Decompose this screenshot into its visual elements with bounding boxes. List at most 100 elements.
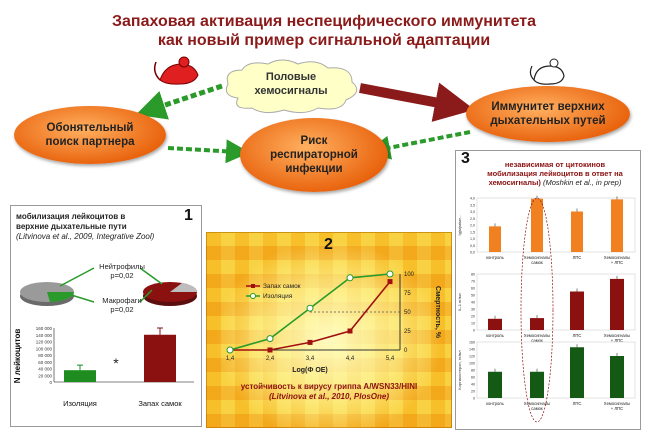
p3-xlabel: контроль — [486, 255, 504, 260]
ellipse-left-line-2: поиск партнера — [45, 136, 135, 148]
p2-point — [307, 339, 313, 345]
ellipse-center-line-2: респираторной — [270, 149, 358, 161]
p1-ytick: 120 000 — [36, 340, 53, 345]
p3-xlabel: ЛПС — [573, 401, 582, 406]
ellipse-left-line-1: Обонятельный — [46, 122, 134, 134]
p3-ytick: 70 — [471, 280, 475, 284]
panel-3-caption: независимая от цитокинов мобилизация лей… — [470, 160, 640, 187]
title-line-1: Запаховая активация неспецифического имм… — [111, 13, 536, 30]
p2-point — [306, 304, 314, 312]
p1-bar — [144, 334, 176, 382]
panel-3-bar-charts: 0,00,51,01,52,02,53,03,54,0Ig(м)м/мл...к… — [457, 195, 636, 423]
p3-xlabel: Хемосигналы — [524, 401, 550, 406]
pie-link-2 — [139, 267, 163, 285]
arrow-cloud-left — [135, 83, 223, 120]
panel-1-pies — [20, 267, 198, 306]
cloud-line-2: хемосигналы — [254, 85, 328, 97]
p3-bar — [488, 318, 502, 330]
p2-legend-text-2: Изоляция — [263, 293, 293, 300]
panel-1-number: 1 — [184, 207, 193, 224]
p2-ytick: 100 — [404, 272, 415, 278]
panel-2-caption-1: устойчивость к вирусу гриппа A/WSN33/HIN… — [240, 382, 418, 391]
panel-2-number: 2 — [324, 236, 333, 253]
title-line-2: как новый пример сигнальной адаптации — [157, 32, 491, 49]
p1-ytick: 100 000 — [36, 346, 53, 351]
p3-xlabel-2: самок — [531, 260, 543, 265]
p2-point — [226, 346, 234, 354]
p2-point — [347, 328, 353, 334]
neutrophils-p: p=0,02 — [110, 271, 134, 280]
p1-ytick: 160 000 — [36, 326, 53, 331]
p2-ytick: 75 — [404, 291, 411, 297]
p3-bar — [611, 199, 623, 252]
pie-left-slice — [47, 292, 75, 302]
p2-ytick: 25 — [404, 329, 411, 335]
panel-1-caption-2: верхние дыхательные пути — [16, 222, 127, 231]
p3-ytick: 3,0 — [470, 210, 475, 214]
p1-ytick: 140 000 — [36, 333, 53, 338]
p2-point — [386, 270, 394, 278]
arrow-cloud-right — [359, 82, 475, 122]
p1-ylabel: N лейкоцитов — [13, 329, 22, 384]
p3-xlabel-2: + ЛПС — [611, 338, 623, 343]
p3-ylabel: IL-1 пг/мл — [457, 292, 462, 310]
p1-bar — [64, 370, 96, 382]
panel-2-glow — [206, 232, 452, 428]
p3-ytick: 30 — [471, 308, 475, 312]
p2-point — [346, 274, 354, 282]
p2-point — [266, 335, 274, 343]
p1-star: * — [113, 355, 119, 371]
p3-xlabel: ЛПС — [573, 333, 582, 338]
panel-3-caption-1: независимая от цитокинов — [504, 160, 606, 169]
p3-xlabel-2: самок — [531, 338, 543, 343]
p3-ytick: 140 — [469, 348, 475, 352]
panel-1-caption-1: мобилизация лейкоцитов в — [16, 212, 126, 221]
p3-xlabel: Хемосигналы — [604, 401, 630, 406]
panel-2-caption: устойчивость к вирусу гриппа A/WSN33/HIN… — [206, 382, 452, 402]
p3-ytick: 60 — [471, 376, 475, 380]
p3-ytick: 80 — [471, 369, 475, 373]
p2-xtick: 1,4 — [226, 356, 235, 362]
p3-frame — [476, 341, 636, 399]
p3-xlabel-2: самок — [531, 406, 543, 411]
p2-legend-marker-1 — [251, 284, 255, 288]
arrows-layer — [135, 82, 475, 164]
p3-ylabel: Кортикостерон, нг/мл — [457, 350, 462, 390]
p3-ytick: 50 — [471, 294, 475, 298]
ellipse-partner-search: Обонятельный поиск партнера — [14, 106, 166, 164]
p2-legend-marker-2 — [250, 293, 256, 299]
p3-xlabel: Хемосигналы — [524, 333, 550, 338]
p3-xlabel: Хемосигналы — [604, 255, 630, 260]
p3-ytick: 10 — [471, 322, 475, 326]
p3-bar — [488, 371, 502, 398]
panel-3-caption-2: мобилизация лейкоцитов в ответ на — [487, 169, 623, 178]
p1-ytick: 40 000 — [38, 367, 52, 372]
p2-xlabel: Log(Ф ОЕ) — [292, 367, 328, 374]
p3-ytick: 2,5 — [470, 217, 475, 221]
pie-link-4 — [139, 289, 153, 303]
ellipse-right-line-1: Иммунитет верхних — [491, 101, 605, 113]
p1-ytick: 20 000 — [38, 373, 52, 378]
p3-ytick: 0 — [473, 329, 475, 333]
p2-xtick: 4,4 — [346, 356, 355, 362]
p2-xtick: 2,4 — [266, 356, 275, 362]
p3-bar — [570, 291, 584, 330]
p3-frame — [476, 273, 636, 331]
mouse-icon — [153, 56, 199, 85]
p3-ytick: 2,0 — [470, 224, 475, 228]
pie-right-slice — [170, 283, 198, 292]
p2-xtick: 3,4 — [306, 356, 315, 362]
p2-point — [387, 279, 393, 285]
p3-frame — [476, 197, 636, 253]
p3-ytick: 20 — [471, 390, 475, 394]
p3-bar — [610, 356, 624, 398]
p3-xlabel: ЛПС — [573, 255, 582, 260]
p2-xtick: 5,4 — [386, 356, 395, 362]
p2-ytick: 0 — [404, 348, 408, 354]
